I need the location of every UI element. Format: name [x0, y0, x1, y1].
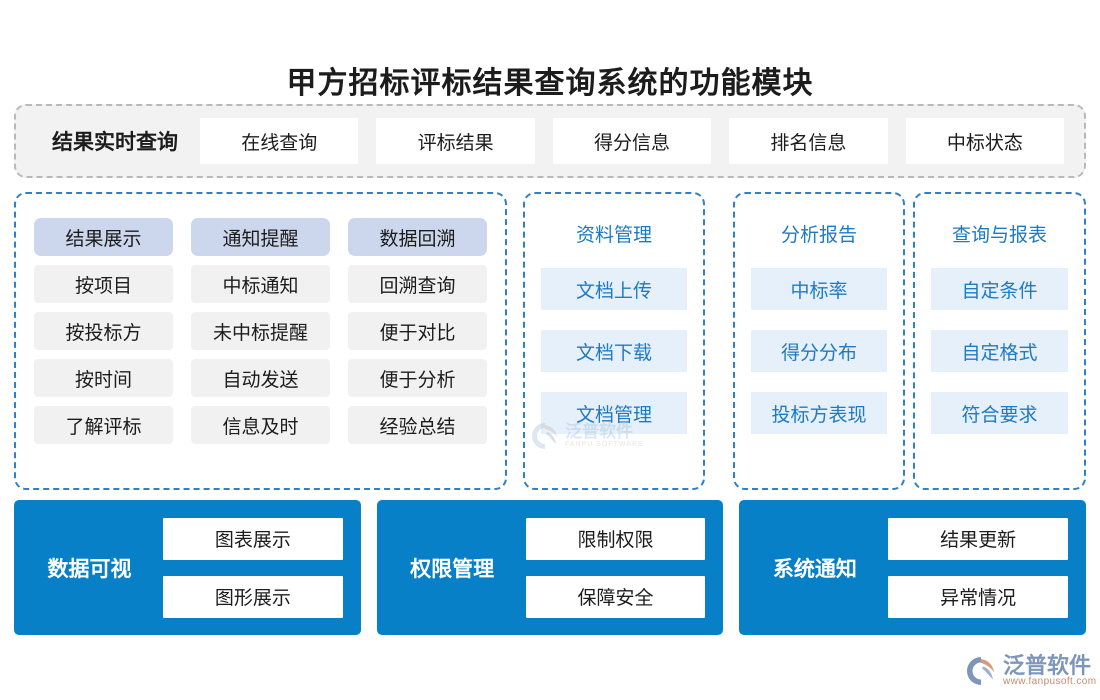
column-data-traceback: 数据回溯 回溯查询 便于对比 便于分析 经验总结: [348, 218, 487, 488]
topbar-chip-score-info[interactable]: 得分信息: [552, 118, 712, 164]
item-custom-format[interactable]: 自定格式: [931, 330, 1068, 372]
item-traceback-query[interactable]: 回溯查询: [348, 265, 487, 303]
block-label-permission-management: 权限管理: [410, 556, 495, 581]
topbar-chip-award-status[interactable]: 中标状态: [905, 118, 1065, 164]
module-panel-group: 结果展示 按项目 按投标方 按时间 了解评标 通知提醒 中标通知 未中标提醒 自…: [14, 192, 1086, 490]
item-document-download[interactable]: 文档下载: [541, 330, 687, 372]
item-document-upload[interactable]: 文档上传: [541, 268, 687, 310]
block-label-data-visualization: 数据可视: [47, 556, 132, 581]
panel-results-notify-trace: 结果展示 按项目 按投标方 按时间 了解评标 通知提醒 中标通知 未中标提醒 自…: [14, 192, 507, 490]
item-by-project[interactable]: 按项目: [34, 265, 173, 303]
topbar-chip-online-query[interactable]: 在线查询: [200, 118, 359, 164]
logo-cn-text: 泛普软件: [1003, 653, 1092, 679]
item-not-awarded-alert[interactable]: 未中标提醒: [191, 312, 330, 350]
logo-url-text: www.fanpusoft.com: [1003, 676, 1097, 688]
bottom-block-group: 数据可视 图表展示 图形展示 权限管理 限制权限 保障安全 系统通知 结果更新 …: [14, 500, 1087, 635]
item-easy-analyze[interactable]: 便于分析: [348, 359, 487, 397]
column-head-notification-reminder[interactable]: 通知提醒: [191, 218, 330, 256]
column-head-result-display[interactable]: 结果展示: [34, 218, 173, 256]
item-abnormal-case[interactable]: 异常情况: [888, 575, 1069, 618]
column-result-display: 结果展示 按项目 按投标方 按时间 了解评标: [34, 218, 173, 488]
panel-query-and-report: 查询与报表 自定条件 自定格式 符合要求: [913, 192, 1086, 490]
item-award-rate[interactable]: 中标率: [751, 268, 887, 310]
item-easy-compare[interactable]: 便于对比: [348, 312, 487, 350]
item-experience-summary[interactable]: 经验总结: [348, 406, 487, 444]
column-notification-reminder: 通知提醒 中标通知 未中标提醒 自动发送 信息及时: [191, 218, 330, 488]
item-meets-requirement[interactable]: 符合要求: [931, 392, 1068, 434]
topbar-chip-bid-result[interactable]: 评标结果: [376, 118, 535, 164]
item-score-distribution[interactable]: 得分分布: [751, 330, 887, 372]
item-by-bidder[interactable]: 按投标方: [34, 312, 173, 350]
column-head-data-traceback[interactable]: 数据回溯: [348, 218, 487, 256]
realtime-query-chip-group: 在线查询 评标结果 得分信息 排名信息 中标状态: [200, 118, 1070, 164]
block-data-visualization: 数据可视 图表展示 图形展示: [14, 500, 361, 635]
page-title: 甲方招标评标结果查询系统的功能模块: [286, 67, 814, 101]
item-chart-display[interactable]: 图表展示: [163, 517, 343, 560]
topbar-chip-ranking-info[interactable]: 排名信息: [729, 118, 888, 164]
corner-logo-fanpu: 泛普软件 www.fanpusoft.com: [963, 648, 1096, 694]
item-ensure-security[interactable]: 保障安全: [525, 575, 706, 618]
panel-title-query-and-report: 查询与报表: [951, 224, 1047, 246]
item-restrict-permission[interactable]: 限制权限: [525, 517, 706, 560]
item-document-manage[interactable]: 文档管理: [541, 392, 687, 434]
realtime-query-label: 结果实时查询: [52, 130, 178, 154]
item-bidder-performance[interactable]: 投标方表现: [751, 392, 887, 434]
item-award-notice[interactable]: 中标通知: [191, 265, 330, 303]
block-permission-management: 权限管理 限制权限 保障安全: [376, 500, 724, 635]
item-by-time[interactable]: 按时间: [34, 359, 173, 397]
item-result-update[interactable]: 结果更新: [888, 517, 1069, 560]
item-timely-info[interactable]: 信息及时: [191, 406, 330, 444]
item-graphic-display[interactable]: 图形展示: [163, 575, 343, 618]
realtime-query-bar: 结果实时查询 在线查询 评标结果 得分信息 排名信息 中标状态: [14, 104, 1086, 178]
block-label-system-notification: 系统通知: [772, 556, 857, 581]
block-system-notification: 系统通知 结果更新 异常情况: [739, 500, 1087, 635]
panel-title-document-management: 资料管理: [575, 224, 652, 246]
panel-analysis-report: 分析报告 中标率 得分分布 投标方表现: [733, 192, 905, 490]
item-auto-send[interactable]: 自动发送: [191, 359, 330, 397]
panel-title-analysis-report: 分析报告: [780, 224, 857, 246]
item-custom-conditions[interactable]: 自定条件: [931, 268, 1068, 310]
fanpu-logo-mark-icon: [963, 653, 999, 689]
panel-document-management: 资料管理 文档上传 文档下载 文档管理: [523, 192, 705, 490]
item-understand-evaluation[interactable]: 了解评标: [34, 406, 173, 444]
